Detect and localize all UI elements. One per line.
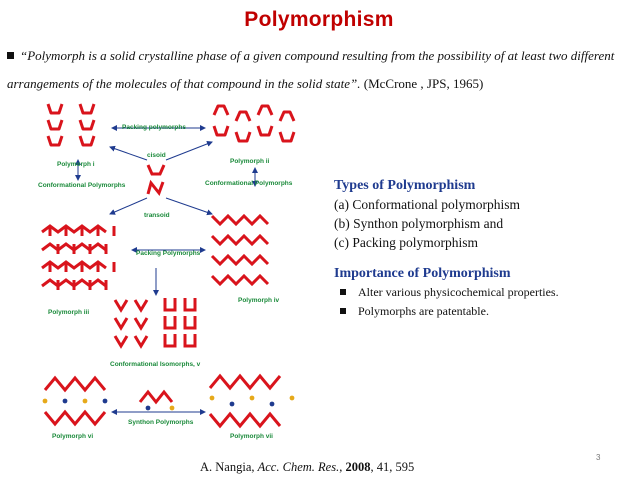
label-polymorph-iii: Polymorph iii [48, 309, 89, 316]
label-transoid: transoid [144, 212, 170, 219]
importance-heading: Importance of Polymorphism [334, 266, 511, 281]
label-conformational-isomorphs: Conformational Isomorphs, v [110, 361, 201, 368]
slide-title: Polymorphism [244, 8, 394, 31]
label-packing-mid: Packing Polymorphs [136, 250, 201, 257]
definition-citation: (McCrone , JPS, 1965) [363, 76, 484, 91]
polymorph-iv-structure [210, 213, 270, 287]
type-item-b: (b) Synthon polymorphism and [334, 216, 504, 231]
square-bullet-icon [340, 308, 346, 314]
label-polymorph-vii: Polymorph vii [230, 433, 273, 440]
label-synthon: Synthon Polymorphs [128, 419, 194, 426]
label-polymorph-i: Polymorph i [57, 161, 95, 168]
square-bullet-icon [7, 52, 14, 59]
polymorph-ii-structure [212, 104, 296, 143]
polymorphism-types-panel: Types of Polymorphism (a) Conformational… [334, 176, 634, 321]
label-polymorph-ii: Polymorph ii [230, 158, 270, 165]
reference: A. Nangia, Acc. Chem. Res., 2008, 41, 59… [200, 460, 415, 474]
definition-paragraph: “Polymorph is a solid crystalline phase … [7, 42, 631, 98]
polymorph-i-structure [46, 102, 96, 147]
definition-quote: “Polymorph is a solid crystalline phase … [7, 48, 615, 91]
importance-bullet-2: Polymorphs are patentable. [334, 302, 634, 321]
synthon-structure [138, 389, 175, 411]
figure-arrows [75, 125, 258, 415]
center-molecule [146, 164, 166, 197]
square-bullet-icon [340, 289, 346, 295]
type-item-a: (a) Conformational polymorphism [334, 197, 520, 212]
polymorph-iii-structure [41, 224, 116, 290]
types-heading: Types of Polymorphism [334, 178, 476, 193]
polymorph-figure: Packing polymorphs cisoid Polymorph i Po… [38, 102, 296, 440]
label-conformational-right: Conformational Polymorphs [205, 180, 293, 187]
label-cisoid: cisoid [147, 152, 166, 159]
label-polymorph-iv: Polymorph iv [238, 297, 280, 304]
label-conformational-left: Conformational Polymorphs [38, 182, 126, 189]
label-polymorph-vi: Polymorph vi [52, 433, 93, 440]
polymorph-vii-structure [208, 373, 295, 429]
label-packing-top: Packing polymorphs [122, 124, 186, 131]
polymorph-vi-structure [42, 375, 108, 427]
page-number: 3 [596, 453, 601, 462]
importance-bullet-1: Alter various physicochemical properties… [334, 283, 634, 302]
type-item-c: (c) Packing polymorphism [334, 235, 478, 250]
isomorph-v-structure [113, 298, 197, 349]
